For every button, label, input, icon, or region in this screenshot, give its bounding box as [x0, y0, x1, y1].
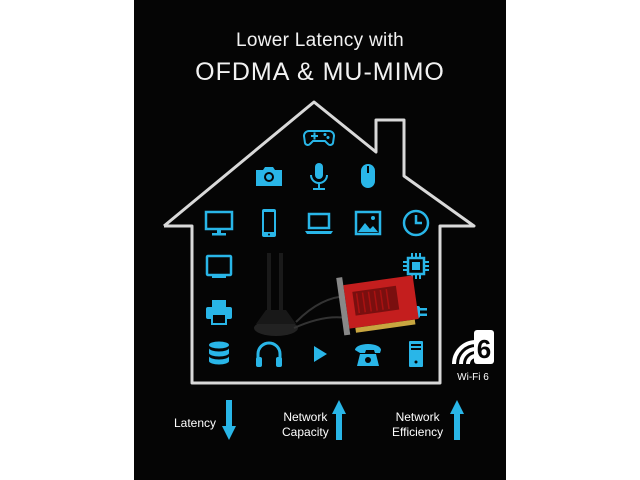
picture-icon	[352, 207, 384, 239]
telephone-icon	[352, 338, 384, 370]
arrow-up-icon	[332, 400, 346, 440]
wifi6-number: 6	[477, 334, 491, 364]
stat-capacity: Network Capacity	[282, 410, 329, 440]
database-icon	[203, 338, 235, 370]
stat-capacity-label-1: Network	[283, 410, 328, 424]
stat-efficiency-label-1: Network	[395, 410, 440, 424]
stat-efficiency-label-2: Efficiency	[392, 425, 444, 439]
tablet-icon	[203, 250, 235, 282]
stat-latency: Latency	[174, 416, 216, 431]
pc-tower-icon	[400, 338, 432, 370]
house-outline	[163, 100, 476, 385]
product-banner: Lower Latency with OFDMA & MU-MIMO	[134, 0, 506, 480]
microphone-icon	[303, 160, 335, 192]
cpu-chip-icon	[400, 250, 432, 282]
clock-icon	[400, 207, 432, 239]
headphones-icon	[253, 338, 285, 370]
wifi6-label: Wi-Fi 6	[457, 372, 489, 383]
headline-line-1: Lower Latency with	[235, 30, 405, 51]
arrow-up-icon	[450, 400, 464, 440]
play-icon	[303, 338, 335, 370]
smartphone-icon	[253, 207, 285, 239]
printer-icon	[203, 296, 235, 328]
stat-capacity-label-2: Capacity	[282, 425, 329, 439]
mouse-icon	[352, 160, 384, 192]
camera-icon	[253, 160, 285, 192]
monitor-icon	[203, 207, 235, 239]
laptop-icon	[303, 207, 335, 239]
stat-latency-label: Latency	[174, 416, 217, 430]
wifi6-logo-icon: 6	[452, 330, 494, 365]
gamepad-icon	[303, 120, 335, 152]
headline-line-2: OFDMA & MU-MIMO	[195, 58, 445, 86]
stat-efficiency: Network Efficiency	[392, 410, 443, 440]
arrow-down-icon	[222, 400, 236, 440]
wifi-card-illustration	[254, 253, 419, 336]
